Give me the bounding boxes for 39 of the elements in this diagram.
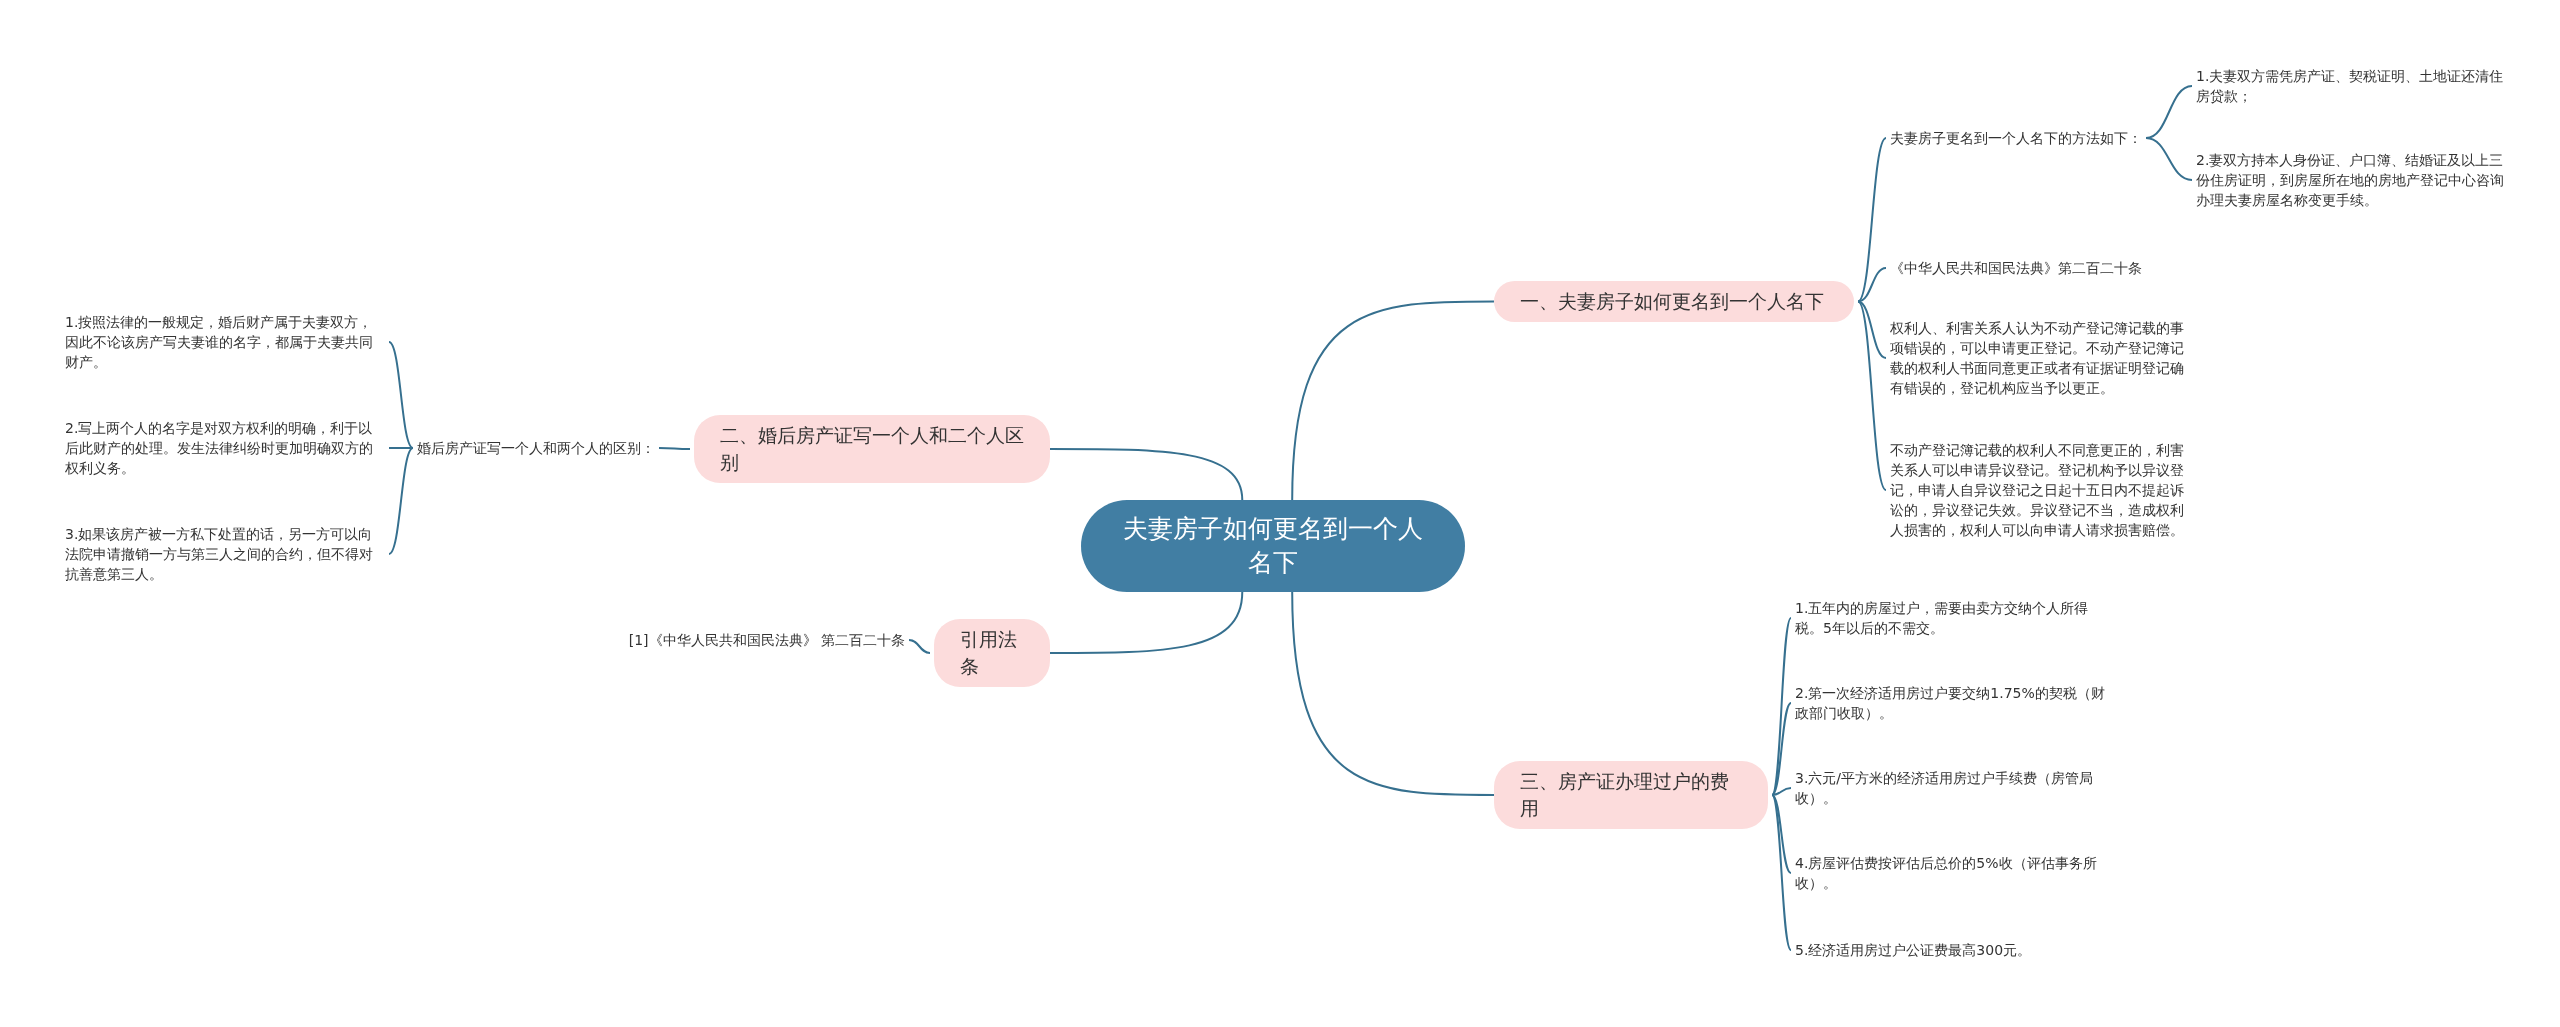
connector-line [1771, 787, 1792, 796]
leaf-text: 不动产登记簿记载的权利人不同意更正的，利害关系人可以申请异议登记。登记机构予以异议登记，申请人自异议登记之日起十五日内不提起诉讼的，异议登记失效。异议登记不当，造成权利人损害的，权利人可以向申请人请求损害赔偿。 [1890, 440, 2190, 540]
connector-line [1771, 702, 1792, 796]
leaf-text: 夫妻房子更名到一个人名下的方法如下： [1890, 128, 2142, 148]
central-topic-pill: 夫妻房子如何更名到一个人名下 [1081, 500, 1465, 592]
leaf-text: 婚后房产证写一个人和两个人的区别： [417, 438, 655, 458]
leaf-text: 1.按照法律的一般规定，婚后财产属于夫妻双方，因此不论该房产写夫妻谁的名字，都属于夫妻共同财产。 [65, 312, 385, 372]
topic-pill: 一、夫妻房子如何更名到一个人名下 [1494, 281, 1854, 322]
leaf-text: 《中华人民共和国民法典》第二百二十条 [1890, 258, 2142, 278]
connector-line [658, 447, 691, 450]
leaf-text: 1.五年内的房屋过户，需要由卖方交纳个人所得税。5年以后的不需交。 [1795, 598, 2105, 638]
connector-line [1857, 137, 1887, 303]
connector-line [388, 447, 414, 449]
leaf-text: 3.如果该房产被一方私下处置的话，另一方可以向法院申请撤销一方与第三人之间的合约，但不得对抗善意第三人。 [65, 524, 385, 584]
topic-pill: 引用法条 [934, 619, 1050, 687]
connector-line [1857, 300, 1887, 491]
connector-line [1771, 794, 1792, 874]
leaf-text: 5.经济适用房过户公证费最高300元。 [1795, 940, 2032, 960]
leaf-text: 权利人、利害关系人认为不动产登记簿记载的事项错误的，可以申请更正登记。不动产登记簿记载的权利人书面同意更正或者有证据证明登记确有错误的，登记机构应当予以更正。 [1890, 318, 2190, 398]
connector-line [1049, 591, 1244, 654]
connector-line [1857, 267, 1887, 303]
leaf-text: 1.夫妻双方需凭房产证、契税证明、土地证还清住房贷款； [2196, 66, 2506, 106]
leaf-text: 2.第一次经济适用房过户要交纳1.75%的契税（财政部门收取）。 [1795, 683, 2105, 723]
topic-pill: 二、婚后房产证写一个人和二个人区别 [694, 415, 1050, 483]
leaf-text: 4.房屋评估费按评估后总价的5%收（评估事务所收）。 [1795, 853, 2105, 893]
leaf-text: 2.写上两个人的名字是对双方权利的明确，利于以后此财产的处理。发生法律纠纷时更加明确双方的权利义务。 [65, 418, 385, 478]
leaf-text: 3.六元/平方米的经济适用房过户手续费（房管局收）。 [1795, 768, 2105, 808]
connector-line [2145, 137, 2193, 181]
connector-line [1857, 300, 1887, 359]
leaf-text: 2.妻双方持本人身份证、户口簿、结婚证及以上三份住房证明，到房屋所在地的房地产登记中心咨询办理夫妻房屋名称变更手续。 [2196, 150, 2506, 210]
connector-line [908, 639, 931, 654]
leaf-text: [1]《中华人民共和国民法典》 第二百二十条 [628, 630, 905, 650]
topic-pill: 三、房产证办理过户的费用 [1494, 761, 1768, 829]
connector-line [1291, 591, 1495, 796]
connector-line [388, 447, 414, 555]
connector-line [388, 341, 414, 449]
connector-line [1049, 448, 1244, 501]
connector-line [1291, 300, 1495, 501]
connector-line [1771, 794, 1792, 951]
